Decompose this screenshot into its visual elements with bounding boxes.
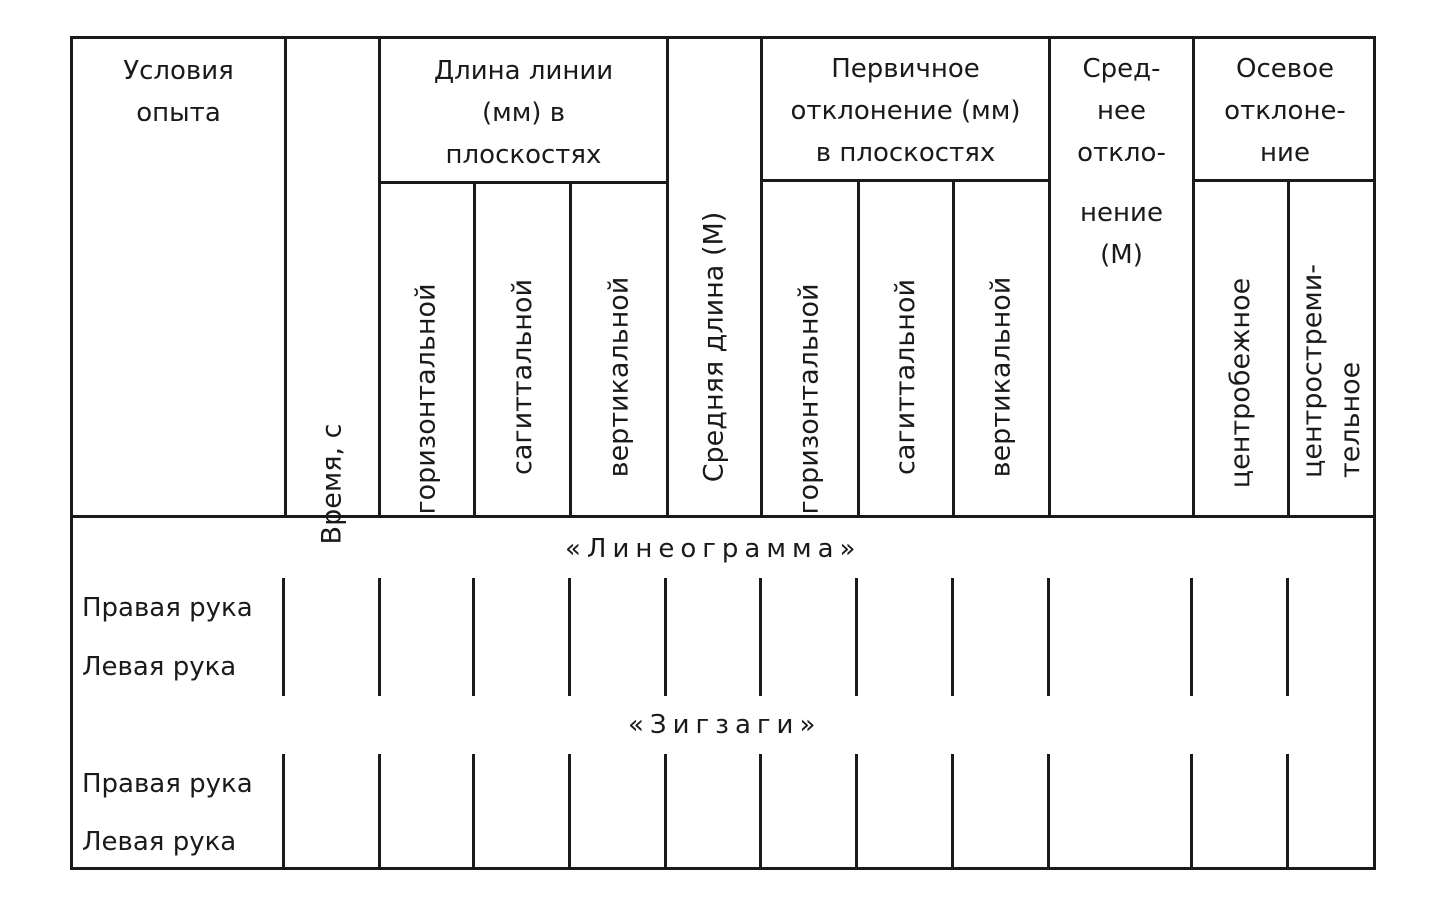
body-col-divider — [855, 578, 858, 696]
header-line-length: Длина линии (мм) в плоскостях — [381, 50, 666, 176]
header-line-length-line: плоскостях — [445, 140, 602, 170]
row-label-right-hand: Правая рука — [82, 593, 253, 623]
header-dev-vertical: вертикальной — [985, 276, 1017, 478]
header-col-divider — [1048, 36, 1051, 518]
header-mean-deviation-line: Сред- — [1082, 54, 1161, 84]
header-line-horizontal-cell: горизонтальной — [381, 185, 473, 515]
body-col-divider — [282, 754, 285, 870]
header-col-divider — [666, 36, 669, 518]
row-label-left-hand: Левая рука — [82, 827, 237, 857]
header-mean-deviation-line: (M) — [1100, 240, 1143, 270]
body-col-divider — [1047, 754, 1050, 870]
header-centripetal-line: тельное — [1335, 361, 1367, 479]
header-line-vertical: вертикальной — [603, 276, 634, 478]
header-conditions-line: Условия — [123, 56, 234, 86]
body-col-divider — [759, 578, 762, 696]
header-axial-deviation-line: ние — [1260, 138, 1310, 168]
body-col-divider — [378, 754, 381, 870]
header-mean-length: Средняя длина (M) — [698, 211, 730, 483]
header-primary-deviation-line: в плоскостях — [815, 138, 996, 168]
body-col-divider — [759, 754, 762, 870]
header-mean-deviation: Сред- нее откло- нение (M) — [1051, 48, 1192, 276]
header-primary-deviation-line: отклонение (мм) — [790, 96, 1021, 126]
header-dev-vertical-cell: вертикальной — [955, 185, 1048, 515]
header-line-length-line: Длина линии — [433, 56, 614, 86]
body-col-divider — [1190, 754, 1193, 870]
body-col-divider — [568, 754, 571, 870]
body-col-divider — [1286, 754, 1289, 870]
header-dev-sagittal-cell: сагиттальной — [860, 185, 952, 515]
header-col-divider — [857, 180, 860, 518]
header-col-divider — [569, 182, 572, 518]
header-mean-deviation-line: нение — [1080, 198, 1163, 228]
header-mean-length-cell: Средняя длина (M) — [669, 170, 760, 515]
body-col-divider — [951, 578, 954, 696]
header-centripetal-cell: центростреми- тельное — [1290, 185, 1374, 515]
body-col-divider — [855, 754, 858, 870]
header-col-divider — [1192, 36, 1195, 518]
header-col-divider — [473, 182, 476, 518]
header-subdivider-primary-deviation — [762, 179, 1050, 182]
header-col-divider — [952, 180, 955, 518]
header-primary-deviation-line: Первичное — [831, 54, 980, 84]
header-line-horizontal: горизонтальной — [411, 283, 442, 515]
row-label-right-hand: Правая рука — [82, 769, 253, 799]
header-line-sagittal: сагиттальной — [506, 278, 538, 476]
row-label-left-hand: Левая рука — [82, 652, 237, 682]
header-dev-horizontal: горизонтальной — [794, 283, 825, 515]
header-axial-deviation: Осевое отклоне- ние — [1195, 48, 1375, 174]
header-dev-horizontal-cell: горизонтальной — [763, 185, 857, 515]
header-mean-deviation-line: нее — [1097, 96, 1146, 126]
table-frame — [70, 36, 1376, 870]
body-col-divider — [472, 754, 475, 870]
header-line-length-line: (мм) в — [481, 98, 566, 128]
body-col-divider — [1286, 578, 1289, 696]
body-col-divider — [664, 754, 667, 870]
header-col-divider — [1287, 180, 1290, 518]
header-centrifugal: центробежное — [1225, 277, 1256, 489]
header-mean-deviation-line: откло- — [1077, 138, 1166, 168]
body-col-divider — [472, 578, 475, 696]
header-subdivider-axial — [1194, 179, 1374, 182]
header-axial-deviation-line: Осевое — [1236, 54, 1334, 84]
header-centripetal-line: центростреми- — [1297, 263, 1329, 479]
body-col-divider — [282, 578, 285, 696]
body-col-divider — [1190, 578, 1193, 696]
body-col-divider — [1047, 578, 1050, 696]
header-centrifugal-cell: центробежное — [1195, 185, 1287, 515]
header-bottom-line — [70, 515, 1376, 518]
header-col-divider — [284, 36, 287, 518]
header-conditions-line: опыта — [136, 98, 221, 128]
header-conditions: Условия опыта — [73, 50, 284, 134]
section-title-zigzags: «Зигзаги» — [628, 710, 822, 740]
header-time-cell: Время, с — [287, 300, 378, 545]
header-col-divider — [378, 36, 381, 518]
body-col-divider — [568, 578, 571, 696]
header-line-sagittal-cell: сагиттальной — [476, 185, 569, 515]
header-axial-deviation-line: отклоне- — [1224, 96, 1346, 126]
header-line-vertical-cell: вертикальной — [572, 185, 666, 515]
body-col-divider — [664, 578, 667, 696]
header-subdivider-line-length — [380, 181, 668, 184]
header-time: Время, с — [316, 423, 348, 545]
body-col-divider — [378, 578, 381, 696]
section-title-lineogram: «Линеограмма» — [565, 534, 862, 564]
header-col-divider — [760, 36, 763, 518]
header-dev-sagittal: сагиттальной — [890, 278, 922, 476]
body-col-divider — [951, 754, 954, 870]
header-primary-deviation: Первичное отклонение (мм) в плоскостях — [763, 48, 1048, 174]
